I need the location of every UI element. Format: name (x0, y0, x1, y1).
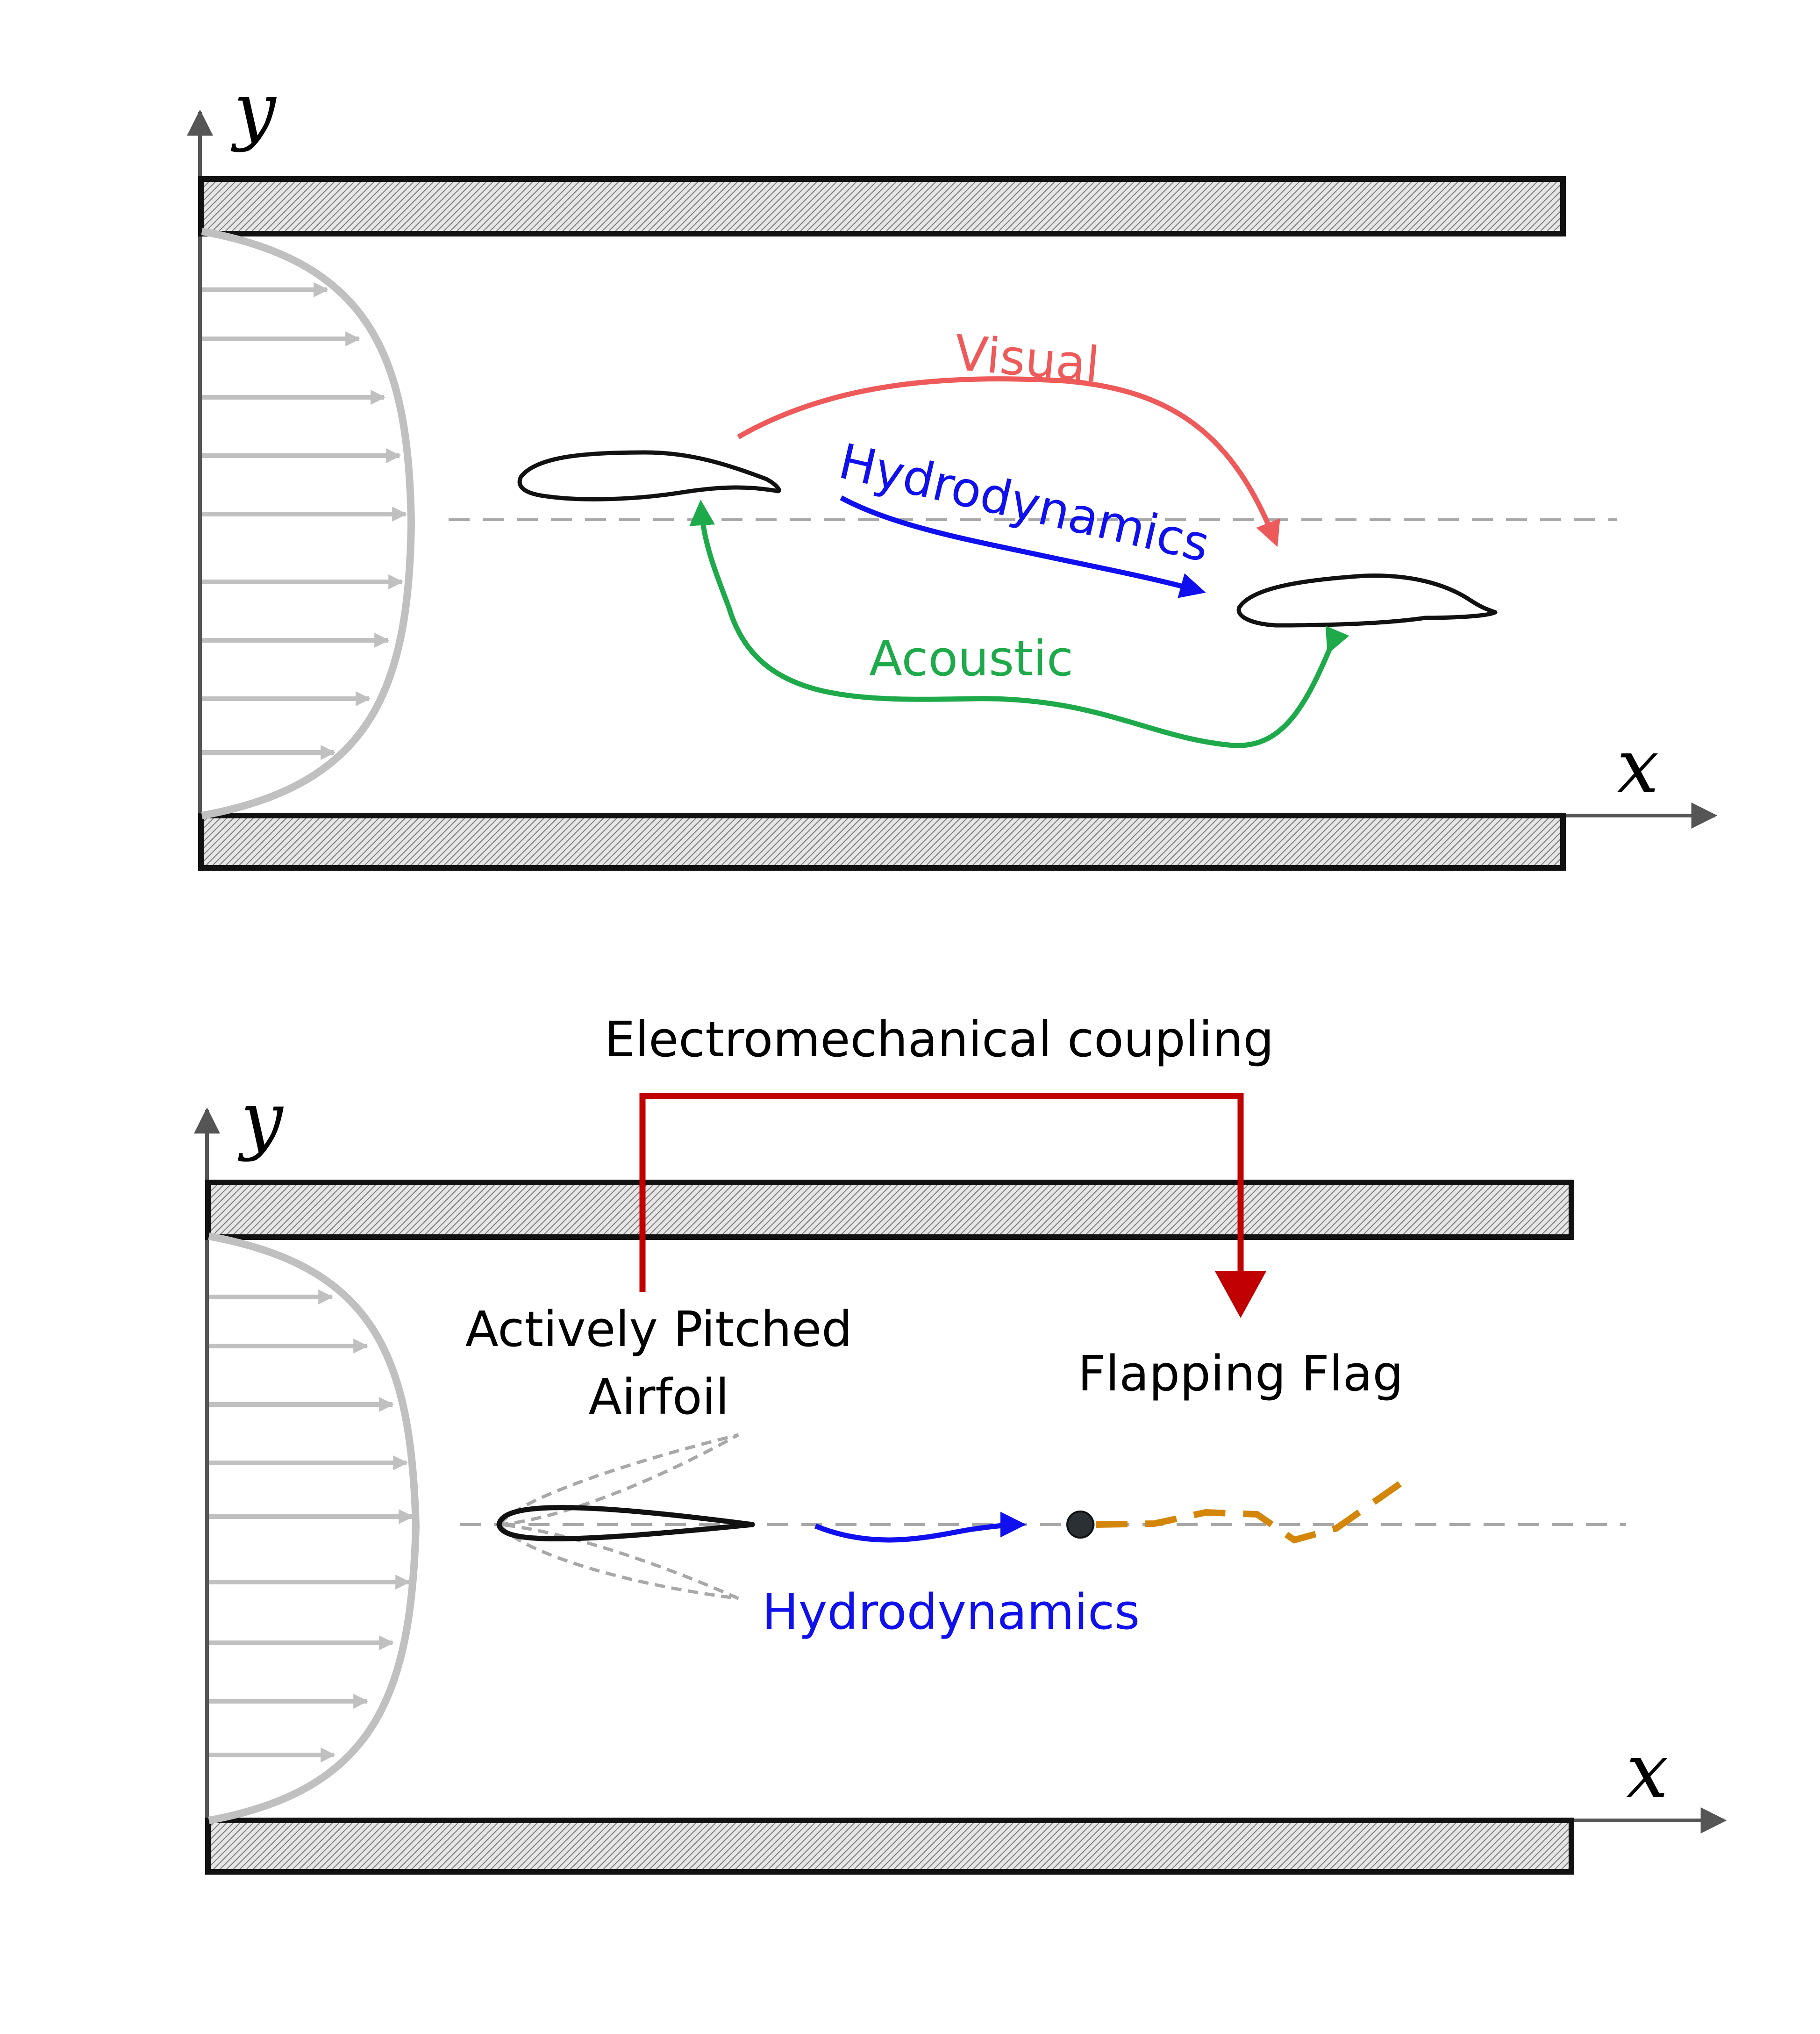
top-upper-wall (198, 176, 1566, 236)
bottom-panel: y x (194, 1011, 1727, 1875)
top-velocity-profile (201, 228, 415, 819)
flapping-flag (1095, 1476, 1409, 1544)
coupling-label: Electromechanical coupling (605, 1011, 1274, 1068)
top-visual-label: Visual (952, 324, 1102, 394)
bottom-x-axis-label: x (1626, 1727, 1668, 1815)
airfoil-label-line1: Actively Pitched (465, 1301, 852, 1358)
top-x-axis-label: x (1617, 723, 1659, 810)
top-panel: y x (187, 66, 1718, 871)
airfoil-ghost-down (497, 1522, 739, 1600)
airfoil-label-line2: Airfoil (589, 1368, 729, 1425)
bottom-upper-wall (205, 1180, 1574, 1240)
top-lower-wall (198, 813, 1566, 871)
top-fish-left (517, 450, 781, 501)
bottom-y-axis-label: y (238, 1075, 284, 1163)
bottom-hydrodynamics-arrow (814, 1511, 1026, 1543)
top-fish-right (1236, 573, 1498, 628)
bottom-lower-wall (205, 1818, 1574, 1875)
flag-label: Flapping Flag (1078, 1345, 1404, 1402)
flag-pivot (1066, 1511, 1094, 1539)
top-acoustic-label: Acoustic (869, 630, 1073, 687)
bottom-hydrodynamics-label: Hydrodynamics (762, 1583, 1140, 1640)
airfoil (496, 1505, 755, 1541)
coupling-arrowhead (1215, 1271, 1266, 1318)
airfoil-ghost-up (497, 1433, 739, 1527)
top-y-axis-label: y (231, 66, 277, 153)
top-visual-arrow (737, 376, 1280, 547)
top-acoustic-arrow (689, 500, 1349, 748)
coupling-bracket (639, 1093, 1244, 1292)
bottom-velocity-profile (208, 1232, 420, 1824)
